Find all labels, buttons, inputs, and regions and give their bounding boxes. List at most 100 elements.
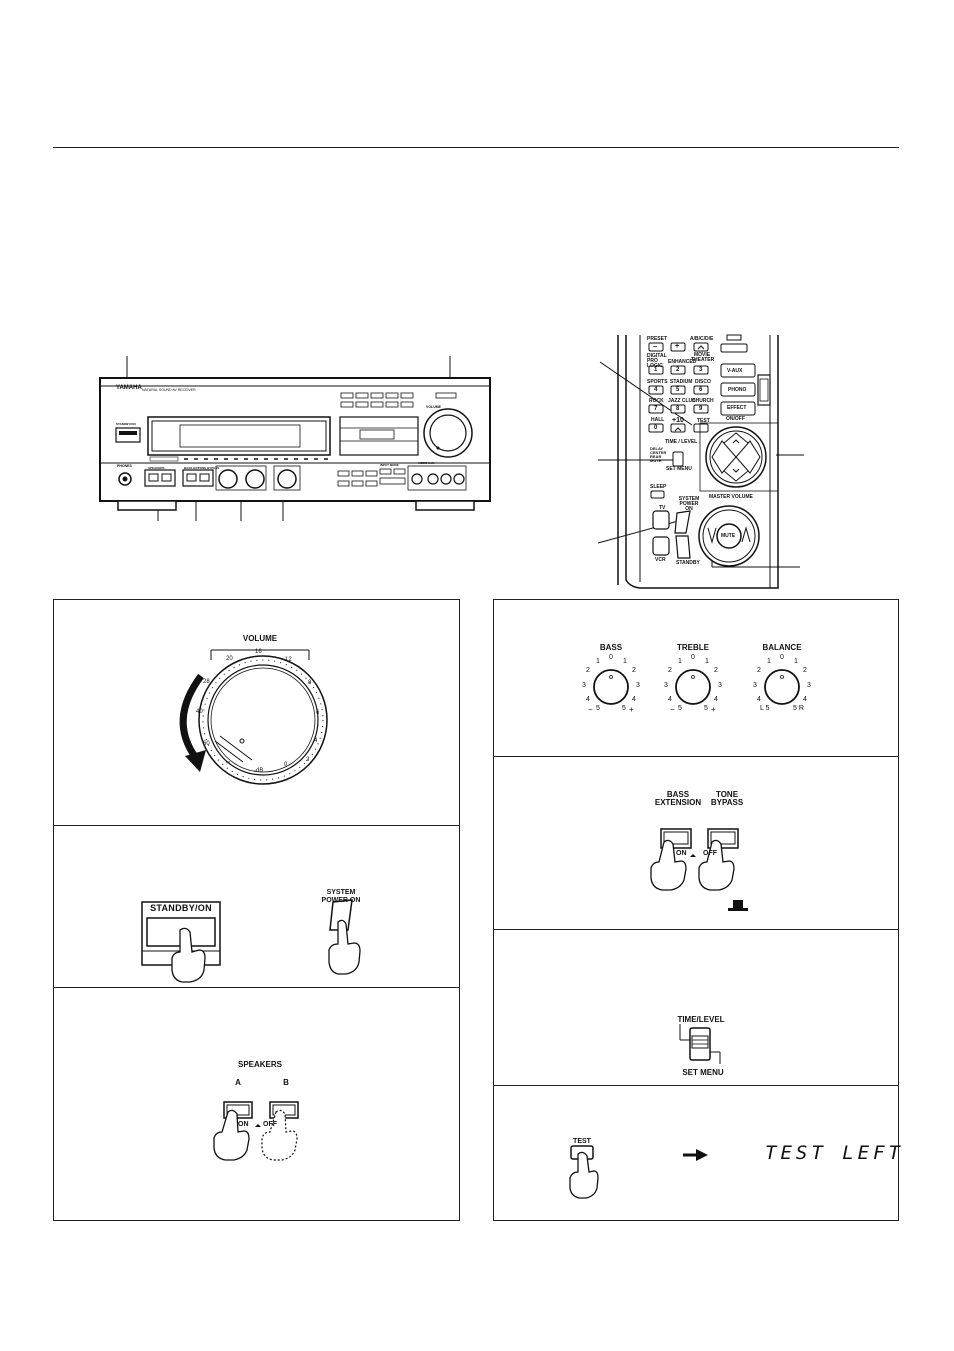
- balance-title: BALANCE: [762, 643, 802, 652]
- treble-mark-5l: 5: [678, 705, 682, 712]
- remote-key-0[interactable]: 0: [654, 425, 658, 431]
- remote-key-9[interactable]: 9: [699, 406, 703, 412]
- remote-preset-plus[interactable]: +: [675, 343, 680, 350]
- system-power-on-label-2[interactable]: POWER ON: [321, 897, 361, 904]
- balance-mark-2l: 2: [757, 667, 761, 674]
- remote-key-7[interactable]: 7: [654, 406, 658, 412]
- remote-rock-label: ROCK: [649, 398, 664, 404]
- bass-mark-4r: 4: [632, 696, 636, 703]
- receiver-bass-ext-label: BASS EXT: [184, 466, 200, 470]
- treble-mark-3r: 3: [718, 682, 722, 689]
- remote-sleep-button[interactable]: SLEEP: [650, 484, 667, 490]
- treble-mark-plus: +: [711, 705, 716, 714]
- bass-ext-off-label: OFF: [703, 850, 717, 857]
- remote-test-label[interactable]: TEST: [697, 418, 710, 424]
- balance-mark-2r: 2: [803, 667, 807, 674]
- remote-effect-button[interactable]: EFFECT: [727, 405, 747, 411]
- remote-onoff-label: ON/OFF: [726, 416, 745, 422]
- bass-ext-label-2: EXTENSION: [654, 798, 702, 807]
- left-panels-frame: [53, 599, 460, 1221]
- remote-church-label: CHURCH: [692, 398, 714, 404]
- remote-illustration: [597, 334, 804, 589]
- treble-mark-5r: 5: [704, 705, 708, 712]
- remote-delay-label: DELAY: [650, 446, 664, 451]
- bass-mark-2r: 2: [632, 667, 636, 674]
- remote-key-8[interactable]: 8: [676, 406, 680, 412]
- balance-mark-4r: 4: [803, 696, 807, 703]
- remote-movie-label: MOVIE THEATER: [691, 352, 715, 363]
- bass-mark-5l: 5: [596, 705, 600, 712]
- remote-key-3[interactable]: 3: [699, 367, 703, 373]
- bass-mark-0: 0: [609, 654, 613, 661]
- remote-key-2[interactable]: 2: [676, 367, 680, 373]
- remote-disco-label: DISCO: [695, 379, 711, 385]
- standby-on-label[interactable]: STANDBY/ON: [150, 903, 212, 913]
- remote-key-1[interactable]: 1: [654, 367, 658, 373]
- vol-scale-8: 8: [308, 680, 312, 686]
- bass-mark-5r: 5: [622, 705, 626, 712]
- remote-jazz-label: JAZZ CLUB: [668, 398, 696, 404]
- treble-mark-4l: 4: [668, 696, 672, 703]
- header-rule: [53, 147, 899, 148]
- remote-setmenu-label: SET MENU: [666, 466, 692, 472]
- bass-ext-on-label: ON: [676, 850, 687, 857]
- remote-key-4[interactable]: 4: [654, 387, 658, 393]
- bass-mark-minus: −: [588, 705, 593, 714]
- remote-mute-sel-label: MUTE: [650, 458, 662, 463]
- remote-key-5[interactable]: 5: [676, 387, 680, 393]
- receiver-speakers-label: SPEAKERS: [148, 466, 165, 470]
- vol-scale-20: 20: [226, 656, 233, 662]
- remote-key-6[interactable]: 6: [699, 387, 703, 393]
- balance-mark-1l: 1: [767, 658, 771, 665]
- bass-title: BASS: [599, 643, 623, 652]
- left-divider-2: [53, 987, 460, 988]
- remote-syspower-label: SYSTEM POWER ON: [678, 496, 700, 512]
- remote-dpl-label: DIGITAL PRO LOGIC: [647, 353, 667, 369]
- remote-timelevel-label: TIME / LEVEL: [665, 439, 698, 445]
- remote-enhanced-label: ENHANCED: [668, 359, 697, 365]
- bass-mark-3l: 3: [582, 682, 586, 689]
- speakers-a-label: A: [235, 1078, 241, 1087]
- bass-ext-label-1: BASS: [666, 790, 690, 799]
- set-menu-label: SET MENU: [682, 1068, 724, 1077]
- right-divider-1: [493, 756, 899, 757]
- vol-scale-60: 60: [203, 741, 210, 747]
- balance-mark-4l: 4: [757, 696, 761, 703]
- test-label: TEST: [573, 1138, 591, 1145]
- treble-mark-0: 0: [691, 654, 695, 661]
- right-panels-frame: [493, 599, 899, 1221]
- remote-standby-label: STANDBY: [676, 560, 700, 566]
- vol-scale-16: 16: [255, 649, 262, 655]
- remote-rear-label: REAR: [650, 454, 662, 459]
- balance-mark-l5: L 5: [760, 705, 770, 712]
- volume-title: VOLUME: [242, 634, 278, 643]
- receiver-volume-label: VOLUME: [426, 405, 441, 409]
- speakers-title: SPEAKERS: [237, 1060, 282, 1069]
- left-divider-1: [53, 825, 460, 826]
- receiver-video-aux-label: VIDEO AUX: [418, 461, 435, 465]
- remote-vaux-button[interactable]: V-AUX: [727, 368, 743, 374]
- bass-mark-3r: 3: [636, 682, 640, 689]
- test-display: TEST LEFT: [765, 1142, 904, 1164]
- bass-mark-2l: 2: [586, 667, 590, 674]
- tone-bypass-label-1: TONE: [715, 790, 739, 799]
- vol-scale-0: 0: [284, 762, 288, 768]
- receiver-tone-bypass-label: TONE BYPASS: [198, 466, 220, 470]
- remote-phono-button[interactable]: PHONO: [728, 387, 747, 393]
- remote-preset-minus[interactable]: −: [653, 344, 658, 351]
- treble-title: TREBLE: [677, 643, 709, 652]
- remote-plus10-label[interactable]: +10: [672, 417, 684, 424]
- remote-mute-button[interactable]: MUTE: [721, 533, 736, 539]
- receiver-model-line: NATURAL SOUND AV RECEIVER: [142, 388, 196, 392]
- speakers-off-label: OFF: [263, 1121, 277, 1128]
- remote-sports-label: SPORTS: [647, 379, 668, 385]
- right-divider-2: [493, 929, 899, 930]
- speakers-on-label: ON: [238, 1121, 249, 1128]
- bass-mark-1r: 1: [623, 658, 627, 665]
- balance-mark-3l: 3: [753, 682, 757, 689]
- vol-scale-inf: ∞: [226, 760, 231, 766]
- bass-mark-4l: 4: [586, 696, 590, 703]
- balance-mark-1r: 1: [794, 658, 798, 665]
